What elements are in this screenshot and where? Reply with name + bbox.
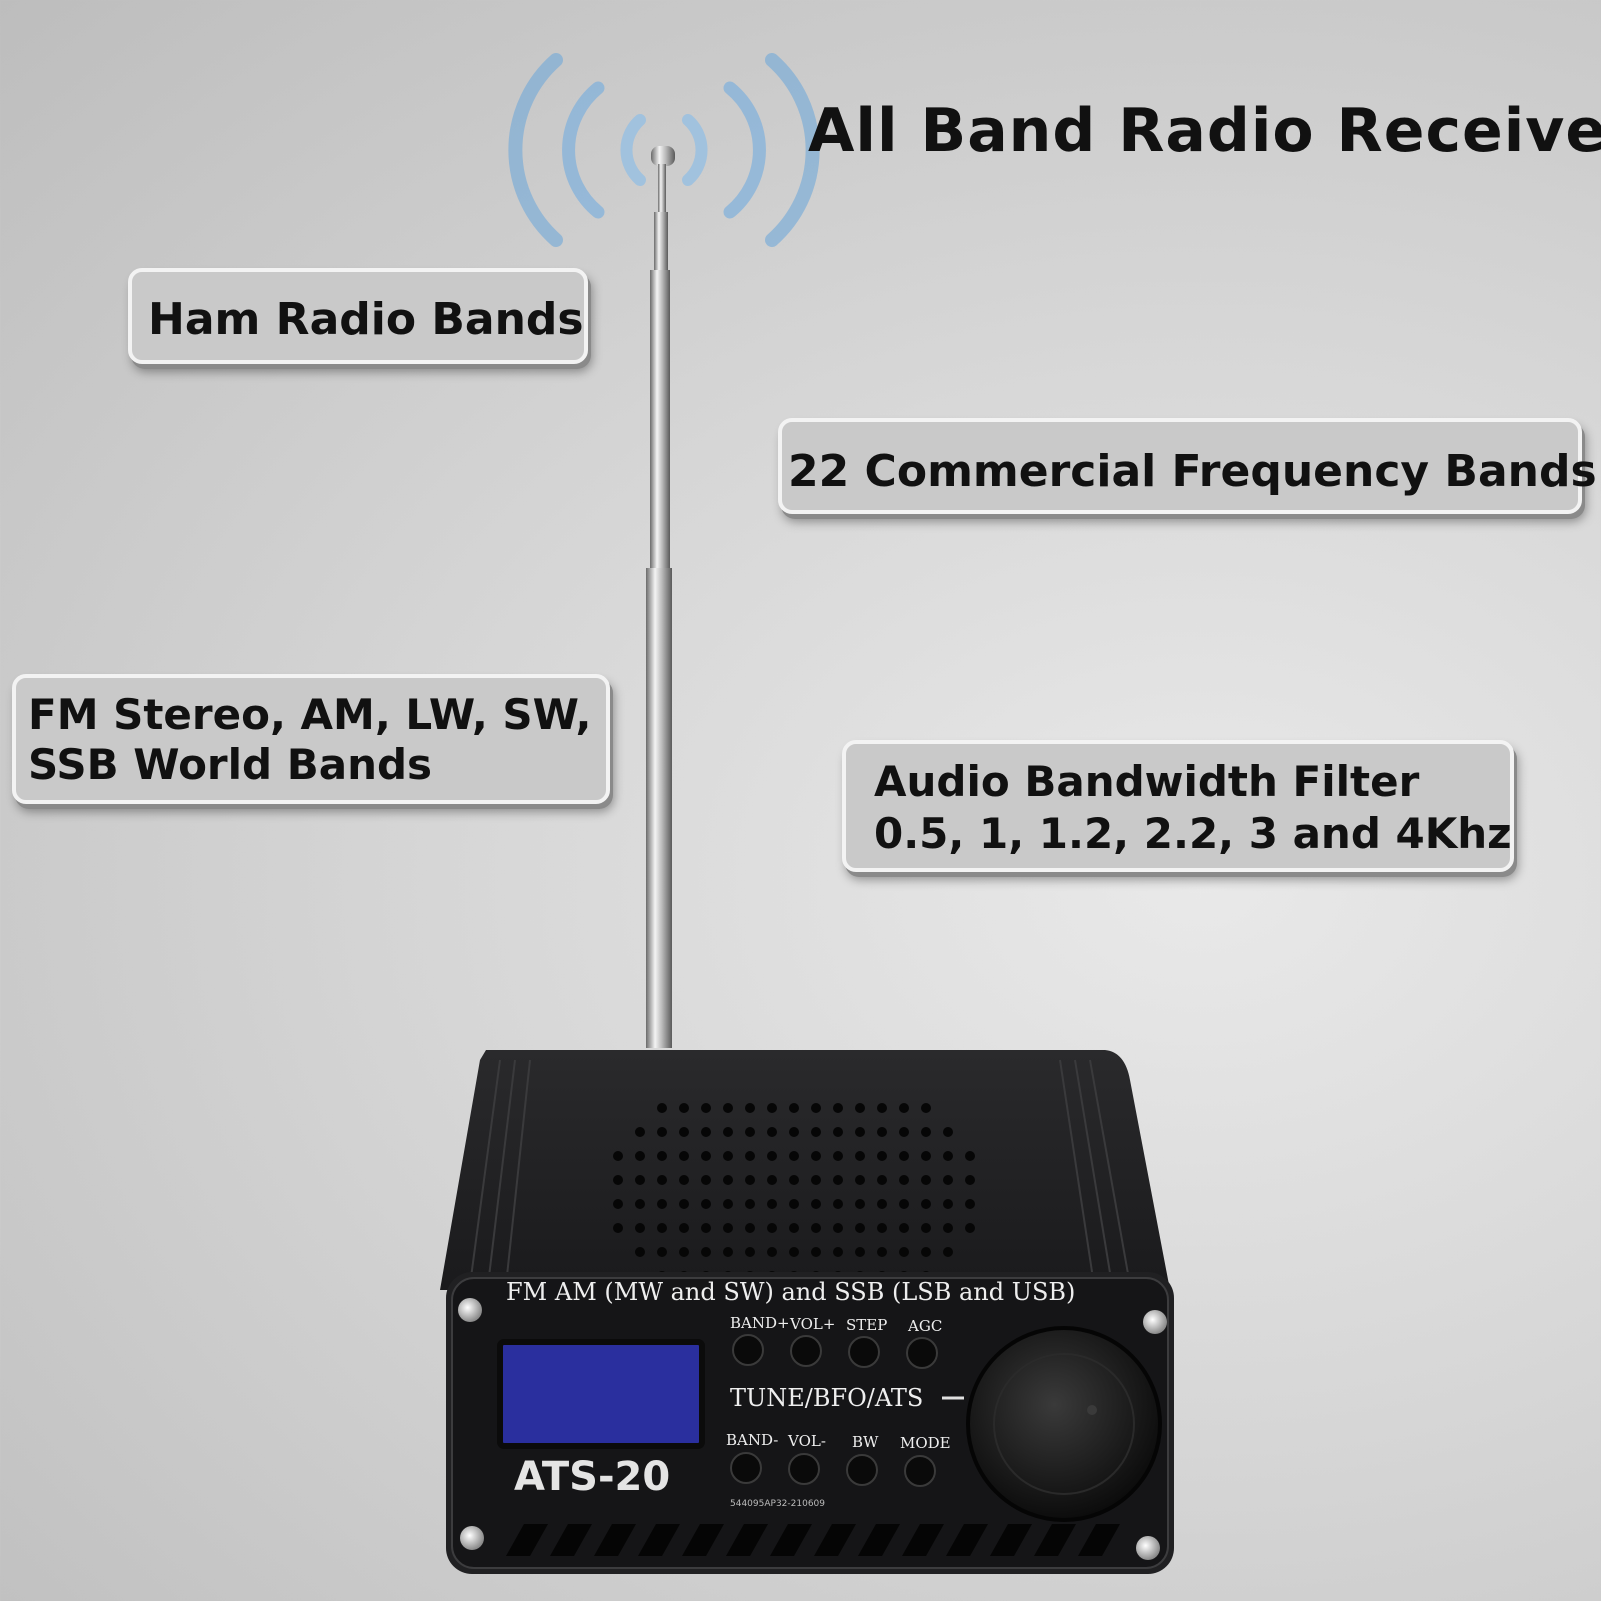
band-up-button[interactable] [732,1334,764,1366]
callout-modes-line2: SSB World Bands [28,740,433,789]
button-label-vol-plus: VOL+ [789,1315,835,1333]
button-label-bw: BW [852,1433,879,1451]
button-label-band-plus: BAND+ [730,1314,790,1332]
callout-ham-bands: Ham Radio Bands [128,268,588,364]
callout-modes: FM Stereo, AM, LW, SW, SSB World Bands [12,674,610,804]
telescopic-antenna [646,146,675,1048]
callout-filter-line1: Audio Bandwidth Filter [874,757,1420,806]
button-label-mode: MODE [900,1434,951,1452]
mode-button[interactable] [904,1455,936,1487]
tune-label: TUNE/BFO/ATS [730,1384,923,1412]
panel-caption: FM AM (MW and SW) and SSB (LSB and USB) [506,1278,1075,1306]
button-label-agc: AGC [907,1317,942,1335]
callout-filter-line2: 0.5, 1, 1.2, 2.2, 3 and 4Khz [874,809,1512,858]
button-label-band-minus: BAND- [726,1431,778,1449]
button-label-vol-minus: VOL- [787,1432,826,1450]
serial-label: 544095AP32-210609 [730,1499,825,1509]
bandwidth-button[interactable] [846,1454,878,1486]
agc-button[interactable] [906,1337,938,1369]
callout-commercial-text: 22 Commercial Frequency Bands [788,446,1597,497]
step-button[interactable] [848,1336,880,1368]
tuning-knob[interactable] [966,1326,1162,1522]
callout-modes-line1: FM Stereo, AM, LW, SW, [28,690,592,739]
band-down-button[interactable] [730,1452,762,1484]
volume-up-button[interactable] [790,1335,822,1367]
callout-ham-text: Ham Radio Bands [148,294,584,345]
button-label-step: STEP [846,1316,887,1334]
callout-filter: Audio Bandwidth Filter 0.5, 1, 1.2, 2.2,… [842,740,1514,872]
callout-commercial-bands: 22 Commercial Frequency Bands [778,418,1597,514]
radio-receiver: FM AM (MW and SW) and SSB (LSB and USB) … [440,1050,1174,1574]
headline: All Band Radio Receiver [808,96,1601,166]
volume-down-button[interactable] [788,1453,820,1485]
vent-slots [506,1524,1120,1556]
signal-waves [508,53,820,247]
corner-screws [458,1298,1167,1560]
lcd-display [497,1339,705,1449]
model-label: ATS-20 [514,1454,670,1500]
